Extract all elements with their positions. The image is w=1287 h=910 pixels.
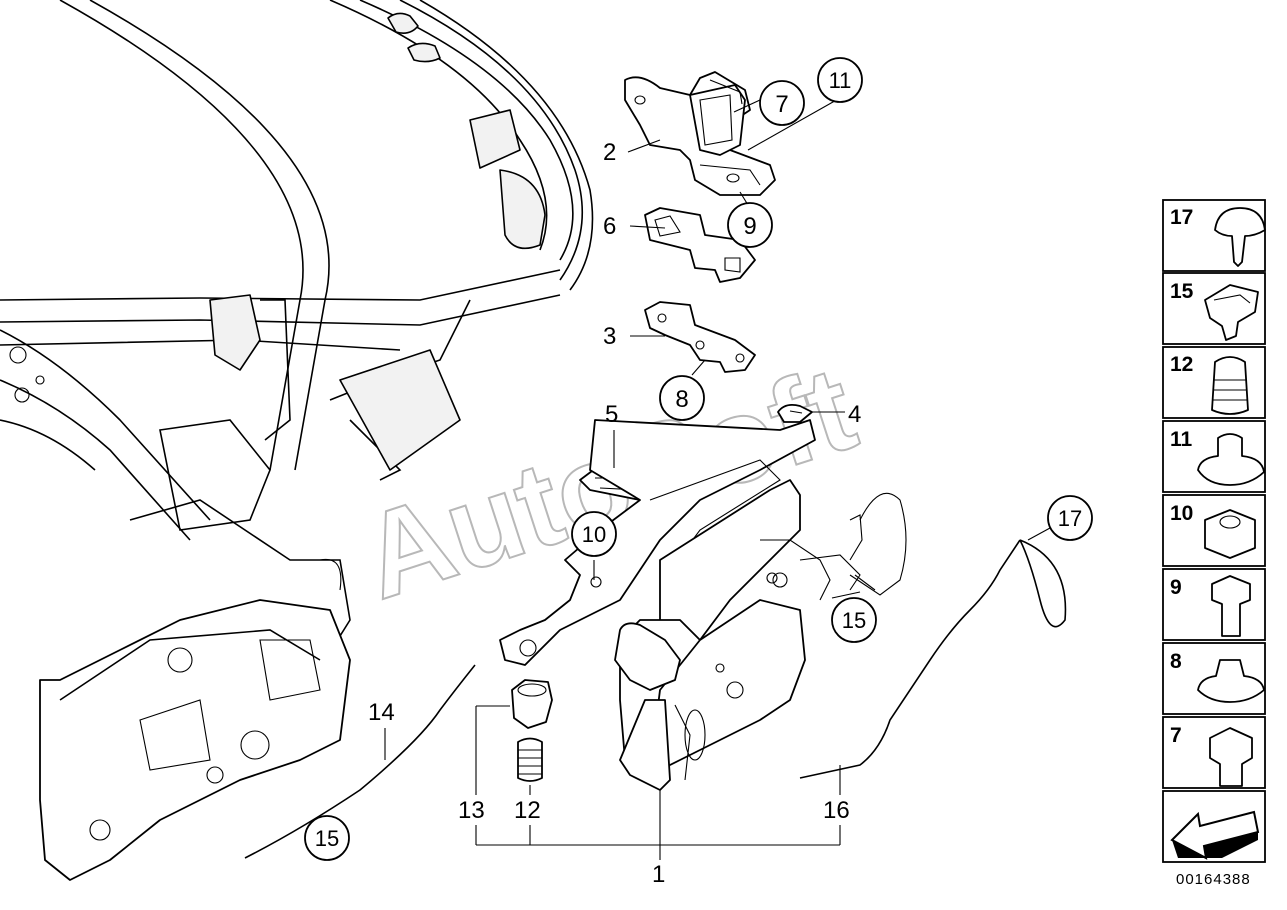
panel-cell-7: 7 — [1162, 716, 1266, 789]
callout-10: 10 — [571, 511, 617, 557]
reference-number: 00164388 — [1176, 871, 1251, 888]
label-16: 16 — [823, 797, 850, 824]
cable-14-drawing — [244, 664, 476, 859]
panel-cell-9: 9 — [1162, 568, 1266, 641]
hex-nut-icon — [1204, 509, 1256, 559]
latch-assembly-drawing — [499, 419, 907, 791]
buffer-12-drawing — [517, 737, 543, 782]
label-14: 14 — [368, 699, 395, 726]
panel-cell-15: 15 — [1162, 272, 1266, 345]
label-1: 1 — [652, 861, 665, 888]
clip-4-drawing — [777, 403, 813, 423]
svg-text:10: 10 — [582, 522, 606, 547]
flange-nut-icon — [1197, 659, 1265, 703]
svg-text:7: 7 — [775, 91, 788, 118]
svg-text:11: 11 — [829, 68, 852, 93]
svg-text:12: 12 — [1170, 353, 1193, 376]
callout-15-cable: 15 — [304, 815, 350, 861]
label-4: 4 — [848, 401, 861, 428]
panel-cell-12: 12 — [1162, 346, 1266, 419]
svg-text:9: 9 — [743, 213, 756, 240]
svg-text:17: 17 — [1170, 206, 1193, 229]
callout-8: 8 — [659, 375, 705, 421]
label-5: 5 — [605, 401, 618, 428]
callout-9: 9 — [727, 202, 773, 248]
svg-text:15: 15 — [315, 826, 339, 851]
push-rivet-icon — [1214, 207, 1266, 267]
callout-15-latch: 15 — [831, 597, 877, 643]
label-13: 13 — [458, 797, 485, 824]
label-6: 6 — [603, 213, 616, 240]
label-3: 3 — [603, 323, 616, 350]
hinge-drawing — [624, 71, 776, 196]
buffer-13-drawing — [511, 679, 553, 729]
label-2: 2 — [603, 139, 616, 166]
callout-11: 11 — [817, 57, 863, 103]
svg-text:11: 11 — [1170, 428, 1193, 451]
svg-text:9: 9 — [1170, 576, 1182, 599]
svg-text:15: 15 — [842, 608, 866, 633]
hex-bolt-icon — [1211, 575, 1251, 637]
svg-text:17: 17 — [1058, 506, 1082, 531]
svg-text:7: 7 — [1170, 724, 1182, 747]
parts-panel: 17 15 12 11 10 9 — [1162, 199, 1266, 863]
label-12: 12 — [514, 797, 541, 824]
plate-3-drawing — [644, 301, 756, 373]
panel-cell-arrow — [1162, 790, 1266, 863]
svg-text:8: 8 — [675, 386, 688, 413]
callout-7: 7 — [759, 80, 805, 126]
svg-text:15: 15 — [1170, 280, 1194, 303]
flange-bolt-icon — [1209, 727, 1253, 787]
panel-cell-11: 11 — [1162, 420, 1266, 493]
leader-lines — [384, 97, 1051, 860]
body-frame-drawing — [0, 0, 594, 881]
panel-cell-10: 10 — [1162, 494, 1266, 567]
panel-cell-8: 8 — [1162, 642, 1266, 715]
collar-nut-icon — [1197, 433, 1265, 486]
back-arrow-icon — [1170, 810, 1260, 860]
cable-16-drawing — [799, 539, 1067, 779]
callout-17: 17 — [1047, 495, 1093, 541]
plate-6-drawing — [644, 207, 756, 283]
svg-text:8: 8 — [1170, 650, 1182, 673]
rubber-buffer-icon — [1211, 356, 1249, 415]
panel-cell-17: 17 — [1162, 199, 1266, 272]
svg-text:10: 10 — [1170, 502, 1193, 525]
